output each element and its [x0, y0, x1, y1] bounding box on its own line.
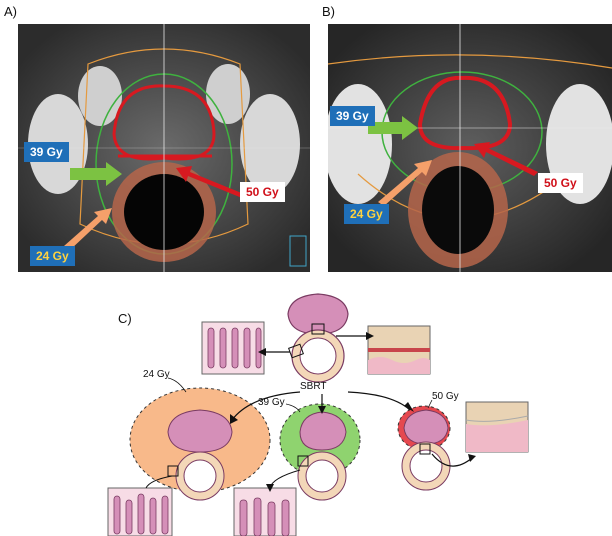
dose-label-24gy: 24 Gy: [143, 369, 170, 380]
dose-label-50gy: 50 Gy: [432, 391, 459, 402]
rectum-lumen-b: [422, 166, 494, 254]
ct-scan-b: [328, 24, 612, 272]
panel-label-b: B): [322, 4, 335, 19]
tissue-inset-top: [368, 326, 430, 374]
scan-a-label-24gy: 24 Gy: [30, 246, 75, 266]
dose-zone-39gy: [280, 404, 360, 476]
scan-b-label-24gy: 24 Gy: [344, 204, 389, 224]
mucosa-inset-bottom-left: [108, 488, 172, 536]
panel-label-a: A): [4, 4, 17, 19]
panel-label-c: C): [118, 311, 132, 326]
scan-a-label-39gy: 39 Gy: [24, 142, 69, 162]
ct-scan-b-graphic: [328, 24, 612, 272]
pelvic-bone-right: [240, 94, 300, 194]
mucosa-inset-bottom-mid: [234, 488, 296, 536]
dose-zone-24gy: [130, 388, 270, 492]
tissue-inset-right: [466, 402, 528, 452]
dose-zone-50gy: [398, 406, 450, 450]
scan-a-label-50gy: 50 Gy: [240, 182, 285, 202]
scan-b-label-50gy: 50 Gy: [538, 173, 583, 193]
scan-b-label-39gy: 39 Gy: [330, 106, 375, 126]
prostate-top: [288, 294, 348, 334]
dose-label-39gy: 39 Gy: [258, 397, 285, 408]
mucosa-inset-villi: [202, 322, 264, 374]
sbrt-label: SBRT: [300, 381, 327, 392]
rectum-top: [292, 330, 344, 382]
